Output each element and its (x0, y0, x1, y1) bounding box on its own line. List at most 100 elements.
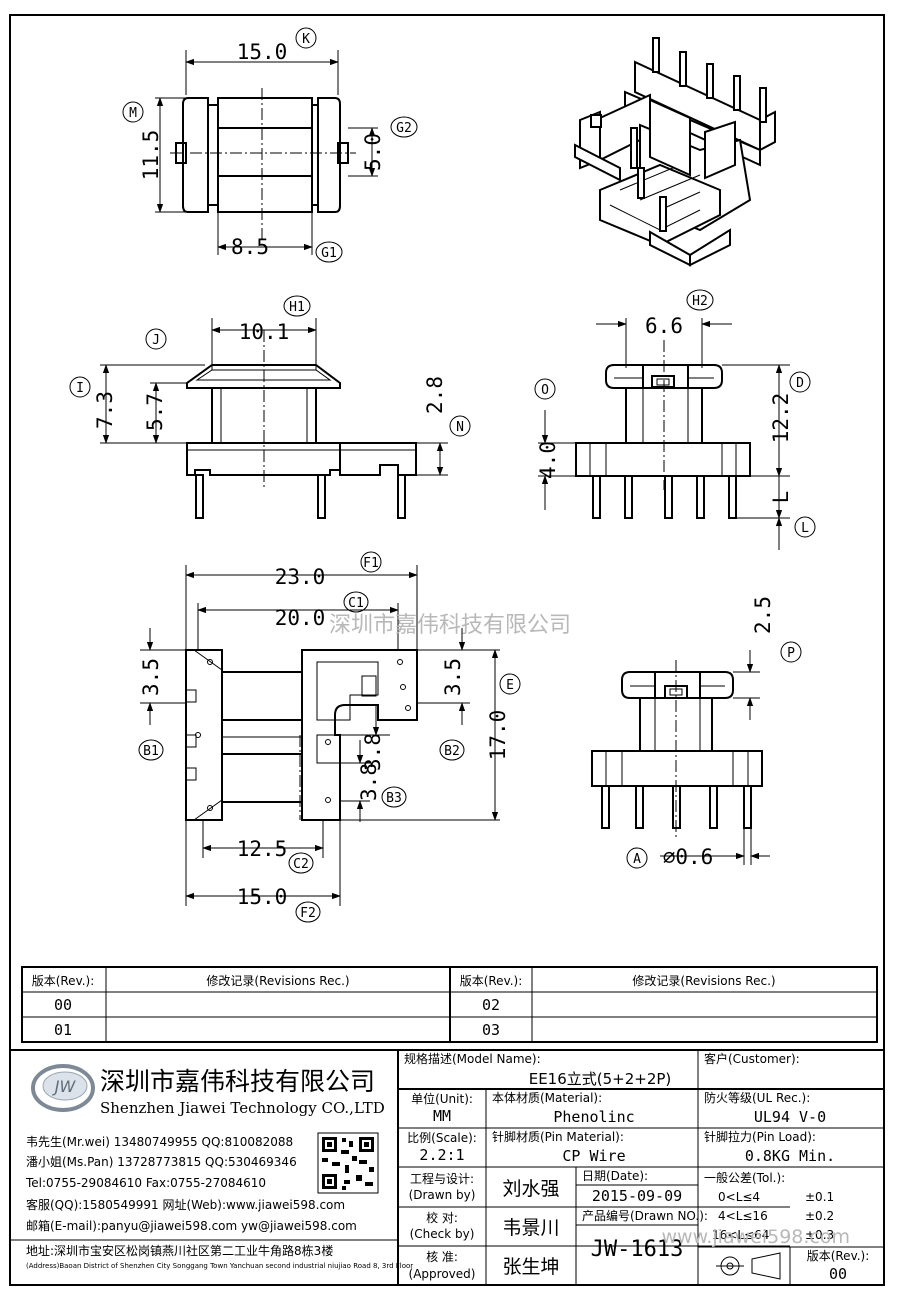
rev-row: 03 (482, 1021, 500, 1039)
approved-label-en: (Approved) (409, 1267, 476, 1281)
label-bottom-outer-bottom: F2 (300, 906, 316, 921)
check-value: 韦景川 (502, 1217, 559, 1239)
unit-label: 单位(Unit): (411, 1091, 473, 1106)
scale-value: 2.2:1 (419, 1146, 464, 1164)
address-cn: 地址:深圳市宝安区松岗镇燕川社区第二工业牛角路8栋3楼 (26, 1243, 333, 1258)
company-name-en: Shenzhen Jiawei Technology CO.,LTD (100, 1099, 385, 1117)
company-logo: JW (31, 1064, 95, 1112)
contact-line: 客服(QQ):1580549991 网址(Web):www.jiawei598.… (26, 1197, 345, 1212)
watermark-center: 深圳市嘉伟科技有限公司 (329, 613, 571, 638)
label-front-top-width: H1 (289, 300, 305, 315)
dim-front-flange: 5.7 (143, 393, 167, 431)
contact-line: 邮箱(E-mail):panyu@jiawei598.com yw@jiawei… (26, 1218, 357, 1233)
pin-view: 2.5 P ⌀0.6 A (591, 596, 802, 869)
contact-line: Tel:0755-29084610 Fax:0755-27084610 (25, 1176, 266, 1190)
dim-pin-top: 2.5 (751, 596, 775, 634)
rec-header-right: 修改记录(Revisions Rec.) (632, 973, 775, 988)
dim-side-pin: L (769, 491, 793, 504)
drawn-no-value: JW-1613 (591, 1237, 684, 1262)
dim-side-top-width: 6.6 (645, 314, 683, 338)
contact-line: 潘小姐(Ms.Pan) 13728773815 QQ:530469346 (26, 1155, 297, 1169)
dim-bottom-outer-bottom: 15.0 (237, 885, 288, 909)
label-bottom-mid: B2 (444, 744, 460, 759)
company-name-cn: 深圳市嘉伟科技有限公司 (100, 1067, 375, 1096)
label-bottom-lower: B3 (386, 791, 402, 806)
approved-label: 核 准: (426, 1250, 458, 1264)
dim-pin-diameter: ⌀0.6 (663, 845, 714, 869)
rev-header-left: 版本(Rev.): (32, 974, 95, 988)
dim-front-base: 2.8 (423, 376, 447, 414)
tol-value: ±0.2 (805, 1209, 834, 1223)
dim-front-overall: 7.3 (93, 391, 117, 429)
label-side-top-width: H2 (692, 294, 708, 309)
projection-symbol (716, 1252, 781, 1280)
dim-bottom-height: 17.0 (486, 710, 510, 761)
dim-bottom-inner-bottom: 12.5 (237, 837, 288, 861)
rev-row: 00 (54, 996, 72, 1014)
top-view: 15.0 K 11.5 M 5.0 G2 8.5 G1 (122, 27, 418, 263)
customer-label: 客户(Customer): (704, 1051, 800, 1066)
dim-side-base: 4.0 (536, 441, 560, 479)
label-bottom-inner-bottom: C2 (293, 857, 309, 872)
label-front-flange: J (152, 333, 160, 348)
title-block: 规格描述(Model Name): EE16立式(5+2+2P) 客户(Cust… (397, 1050, 884, 1285)
sheet-border (9, 14, 885, 1286)
dim-top-pin-span: 5.0 (361, 133, 385, 171)
pin-load-label: 针脚拉力(Pin Load): (704, 1129, 816, 1144)
label-bottom-inner: C1 (348, 596, 364, 611)
watermark-corner: www.jiawei598.com (661, 1226, 850, 1248)
check-label: 校 对: (426, 1210, 458, 1225)
dim-top-base: 8.5 (231, 235, 269, 259)
drawn-label-en: (Drawn by) (409, 1188, 476, 1202)
label-side-height: D (796, 376, 804, 391)
check-label-en: (Check by) (410, 1227, 475, 1241)
label-top-pin-span: G2 (396, 121, 412, 136)
label-top-base: G1 (321, 246, 337, 261)
dim-bottom-right-pitch: 3.5 (441, 658, 465, 696)
tol-range: 16<L≤64 (712, 1228, 769, 1242)
qr-code (317, 1132, 379, 1194)
date-value: 2015-09-09 (592, 1187, 682, 1205)
dim-bottom-left-pitch: 3.5 (139, 658, 163, 696)
model-value: EE16立式(5+2+2P) (529, 1070, 672, 1088)
tol-value: ±0.1 (805, 1190, 834, 1204)
tol-value: ±0.3 (805, 1228, 834, 1242)
unit-value: MM (433, 1107, 451, 1125)
label-bottom-left-pitch: B1 (143, 744, 159, 759)
drawn-no-label: 产品编号(Drawn NO.): (582, 1208, 708, 1223)
dim-bottom-mid: 3.8 (361, 733, 385, 771)
pin-material-label: 针脚材质(Pin Material): (492, 1129, 624, 1144)
rev-value: 00 (829, 1265, 847, 1283)
tol-label: 一般公差(Tol.): (704, 1170, 785, 1185)
label-pin-top: P (787, 646, 795, 661)
ul-value: UL94 V-0 (754, 1108, 826, 1126)
side-view: 6.6 H2 12.2 D 4.0 (534, 289, 816, 550)
approved-value: 张生坤 (502, 1256, 559, 1278)
drawn-label: 工程与设计: (410, 1171, 474, 1186)
date-label: 日期(Date): (582, 1169, 648, 1183)
isometric-view (574, 37, 776, 267)
rev-row: 02 (482, 996, 500, 1014)
label-top-height: M (129, 106, 137, 121)
label-bottom-outer: F1 (363, 556, 379, 571)
tol-range: 4<L≤16 (718, 1209, 768, 1223)
contact-line: 韦先生(Mr.wei) 13480749955 QQ:810082088 (26, 1135, 293, 1149)
tol-range: 0<L≤4 (718, 1190, 760, 1204)
address-en: (Address)Baoan District of Shenzhen City… (26, 1262, 413, 1270)
dim-bottom-outer: 23.0 (275, 565, 326, 589)
rec-header-left: 修改记录(Revisions Rec.) (206, 973, 349, 988)
dim-bottom-inner: 20.0 (275, 606, 326, 630)
dim-top-width: 15.0 (237, 40, 288, 64)
label-top-width: K (302, 32, 310, 47)
rev-row: 01 (54, 1021, 72, 1039)
company-block: JW 深圳市嘉伟科技有限公司 Shenzhen Jiawei Technolog… (10, 1049, 884, 1270)
bottom-view: 23.0 F1 20.0 C1 3.5 (138, 551, 521, 923)
scale-label: 比例(Scale): (407, 1131, 477, 1145)
dim-side-height: 12.2 (769, 393, 793, 444)
rev-header-right: 版本(Rev.): (460, 974, 523, 988)
label-bottom-height: E (506, 678, 514, 693)
material-label: 本体材质(Material): (492, 1091, 602, 1105)
label-side-pin: L (801, 521, 809, 536)
ul-label: 防火等级(UL Rec.): (704, 1090, 810, 1105)
